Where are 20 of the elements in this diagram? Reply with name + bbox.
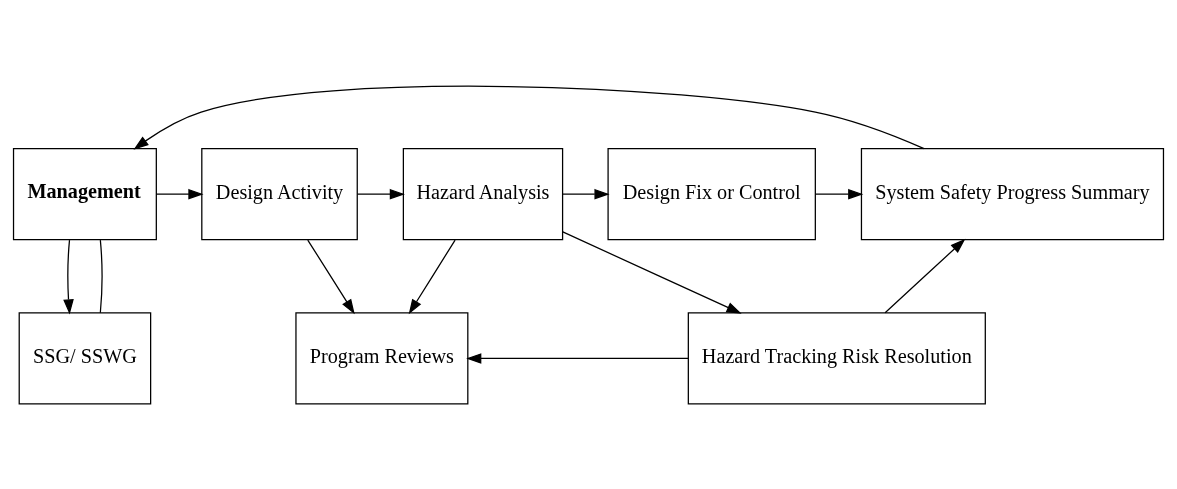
arrow: [155, 188, 204, 199]
node-box: SSG/ SSWG: [18, 311, 152, 405]
arrow: [133, 85, 925, 150]
arrow: [466, 352, 689, 364]
arrow: [356, 188, 405, 199]
node-box: Hazard Tracking Risk Resolution: [687, 311, 986, 405]
node-box: Design Activity: [201, 147, 358, 240]
arrow: [562, 230, 742, 314]
connector: [99, 238, 103, 313]
node-box: Program Reviews: [295, 311, 469, 405]
arrow: [815, 188, 864, 199]
node-box: Management: [12, 147, 157, 240]
arrow: [307, 238, 355, 314]
node-box: System Safety Progress Summary: [860, 147, 1165, 240]
node-box: Design Fix or Control: [607, 147, 816, 240]
arrow: [63, 238, 74, 315]
arrow: [562, 188, 610, 199]
node-box: Hazard Analysis: [402, 147, 564, 240]
arrow: [408, 238, 456, 314]
arrow: [884, 238, 966, 313]
